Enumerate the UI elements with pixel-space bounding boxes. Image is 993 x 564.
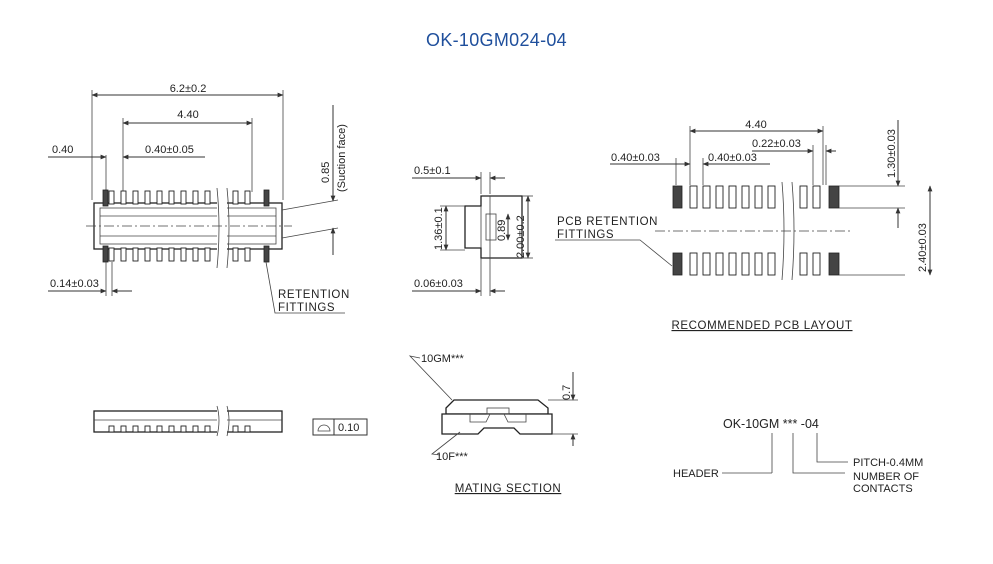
dim-pitch-span: 4.40	[177, 109, 198, 121]
front-view: 0.10	[93, 404, 368, 438]
dim-left: 0.40	[52, 144, 73, 156]
dim-side-bottom: 0.06±0.03	[414, 278, 463, 290]
dim-pitch: 0.40±0.05	[145, 144, 194, 156]
retention-label-2: FITTINGS	[278, 302, 335, 314]
legend-contacts-2: CONTACTS	[853, 483, 913, 495]
pcb-dim-240: 2.40±0.03	[917, 223, 929, 272]
pcb-pads-bottom	[672, 252, 840, 276]
flatness-value: 0.10	[338, 422, 359, 434]
pcb-retention-label-2: FITTINGS	[557, 229, 614, 241]
pcb-dim-022: 0.22±0.03	[752, 138, 801, 150]
side-view: 0.5±0.1 1.36±0.1 0.89 2.00±0.2 0.06±0.03	[412, 165, 533, 296]
pins-bottom-row	[102, 245, 270, 263]
pcb-dim-130: 1.30±0.03	[886, 129, 898, 178]
legend-contacts-1: NUMBER OF	[853, 471, 919, 483]
pins-top-row	[102, 189, 270, 207]
dim-lead: 0.14±0.03	[50, 278, 99, 290]
mating-caption: MATING SECTION	[455, 483, 562, 495]
suction-face-label: (Suction face)	[336, 124, 348, 192]
dim-side-089: 0.89	[496, 220, 508, 241]
pcb-dim-span: 4.40	[745, 119, 766, 131]
dim-side-200: 2.00±0.2	[515, 215, 527, 258]
part-number-legend: OK-10GM *** -04 HEADER PITCH-0.4MM NUMBE…	[673, 417, 923, 495]
pcb-layout-caption: RECOMMENDED PCB LAYOUT	[671, 320, 852, 332]
drawing-title: OK-10GM024-04	[426, 30, 567, 50]
legend-header: HEADER	[673, 468, 719, 480]
mating-dim-07: 0.7	[561, 385, 573, 400]
legend-pitch: PITCH-0.4MM	[853, 457, 923, 469]
dim-width: 6.2±0.2	[170, 83, 207, 95]
part-number-code: OK-10GM *** -04	[723, 417, 819, 431]
mating-section: 10GM*** 0.7 10F*** MATING SECTION	[408, 353, 578, 495]
dim-side-top: 0.5±0.1	[414, 165, 451, 177]
mating-receptacle-label: 10F***	[436, 451, 469, 463]
dim-height: 0.85	[320, 162, 332, 183]
front-pins	[108, 425, 251, 433]
dim-side-136: 1.36±0.1	[433, 207, 445, 250]
pcb-layout: 4.40 0.22±0.03 0.40±0.03 0.40±0.03	[555, 119, 933, 332]
pcb-pads-top	[672, 185, 840, 209]
pcb-dim-left: 0.40±0.03	[611, 152, 660, 164]
pcb-dim-pitch: 0.40±0.03	[708, 152, 757, 164]
pcb-retention-label-1: PCB RETENTION	[557, 216, 658, 228]
mating-header-label: 10GM***	[421, 353, 465, 365]
retention-label-1: RETENTION	[278, 289, 350, 301]
flatness-symbol-icon	[317, 424, 331, 432]
top-view: 6.2±0.2 4.40 0.40 0.40±0.05	[48, 83, 350, 314]
